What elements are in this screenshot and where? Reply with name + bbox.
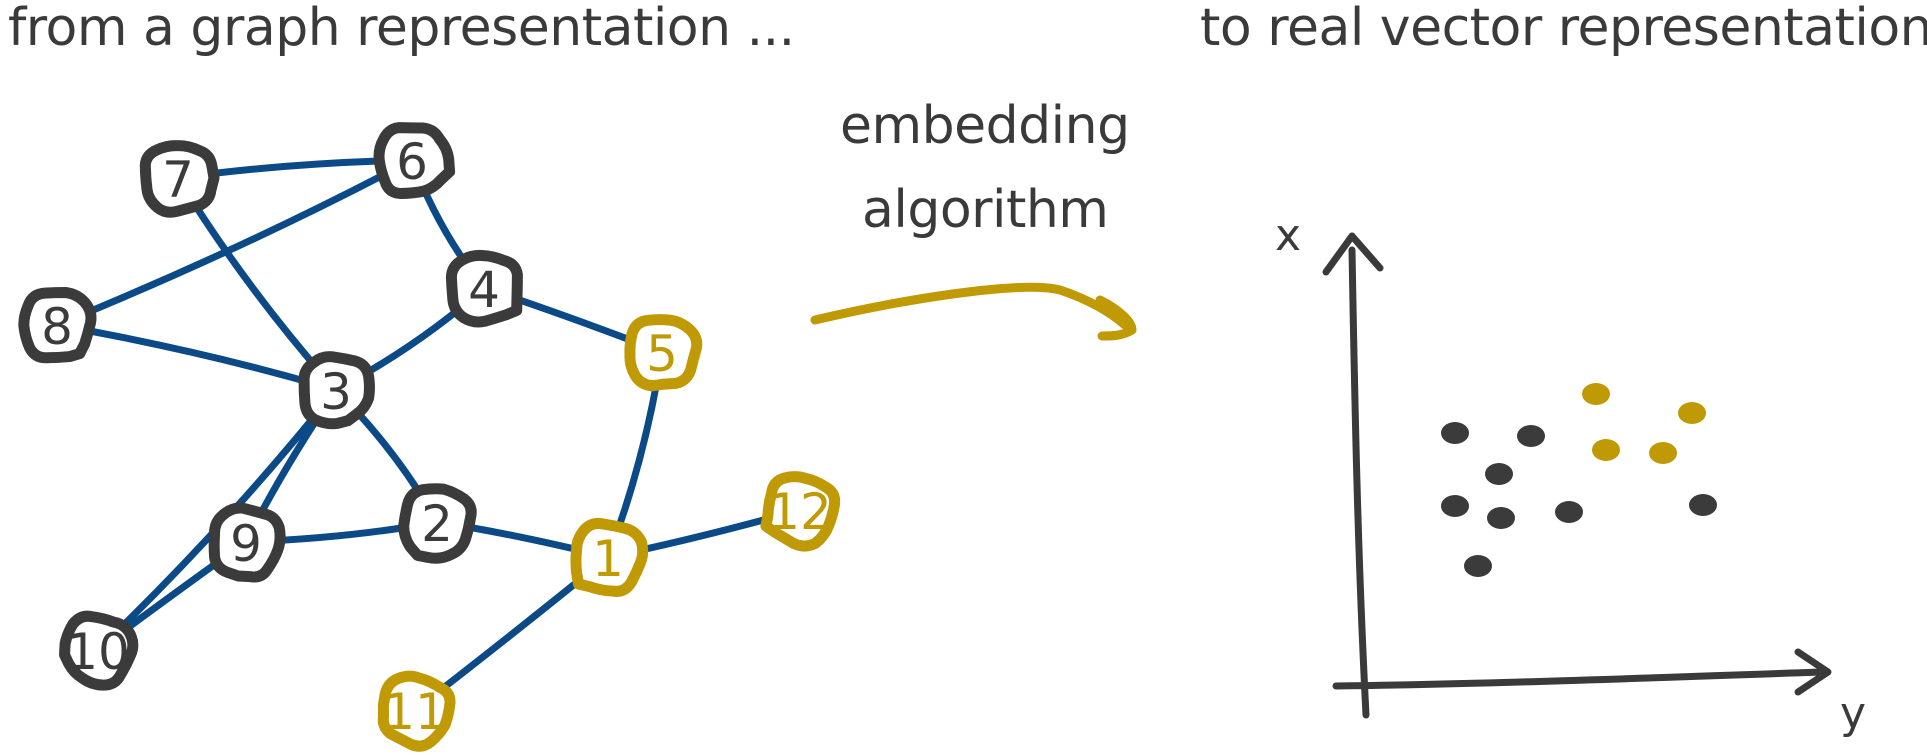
graph-nodes: 7 6 4 8 3 5 9 2 1 12 10 11 [24,128,835,747]
node-1: 1 [576,523,643,591]
plot-axes [1326,236,1828,715]
node-2: 2 [404,489,471,559]
node-7-label: 7 [162,151,194,209]
node-5-label: 5 [646,325,678,383]
point-7 [1464,555,1492,577]
edge-8-3 [57,325,336,390]
node-8-label: 8 [41,298,73,356]
node-7: 7 [145,146,214,213]
node-11: 11 [383,676,450,746]
node-5: 5 [630,320,697,386]
node-10-label: 10 [66,623,130,681]
point-2 [1517,425,1545,447]
node-4-label: 4 [468,261,500,319]
node-12: 12 [766,477,835,546]
point-4 [1441,495,1469,517]
embedding-arrow [815,287,1132,336]
point-10 [1592,439,1620,461]
node-10: 10 [65,616,133,685]
node-1-label: 1 [592,530,624,588]
node-9: 9 [214,508,280,577]
point-8 [1689,494,1717,516]
plot-points [1441,383,1717,577]
node-8: 8 [24,293,91,358]
node-2-label: 2 [421,495,453,553]
node-6-label: 6 [396,133,428,191]
point-5 [1487,507,1515,529]
point-12 [1678,402,1706,424]
node-6: 6 [379,128,450,194]
node-3: 3 [304,357,369,424]
node-11-label: 11 [383,683,447,741]
edge-8-6 [57,160,412,325]
y-axis-label: y [1840,688,1866,739]
node-3-label: 3 [320,363,352,421]
point-11 [1649,442,1677,464]
x-axis-label: x [1275,210,1301,261]
node-12-label: 12 [768,483,832,541]
point-3 [1485,463,1513,485]
graph-edges [57,160,800,710]
point-6 [1555,501,1583,523]
node-4: 4 [451,255,517,322]
point-9 [1582,383,1610,405]
point-1 [1441,422,1469,444]
node-9-label: 9 [230,515,262,573]
